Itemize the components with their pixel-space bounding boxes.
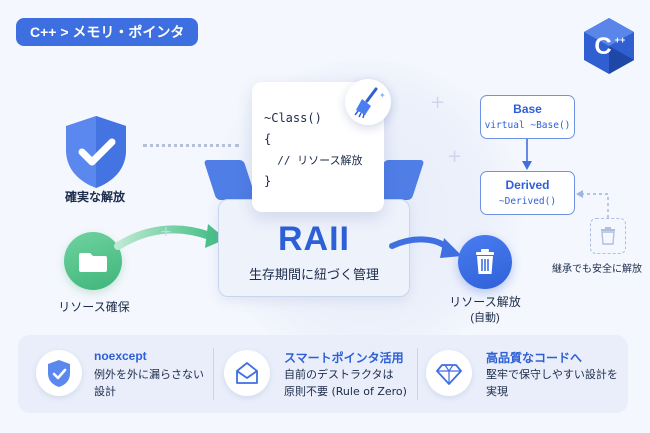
ghost-trash-box (590, 218, 626, 254)
derived-class-name: Derived (505, 178, 550, 192)
inherit-arrow (522, 139, 532, 170)
raii-title: RAII (278, 220, 350, 258)
acquire-label: リソース確保 (58, 300, 130, 314)
feature-desc: 原則不要 (Rule of Zero) (284, 385, 407, 398)
check-shield-icon (66, 116, 126, 188)
feature-desc: 設計 (94, 385, 116, 398)
code-line: ~Class() (264, 111, 322, 125)
feature-desc: 自前のデストラクタは (284, 368, 394, 381)
release-label-sub: (自動) (470, 312, 500, 324)
dotted-connector (143, 144, 239, 148)
feature-icon-circle (36, 350, 82, 396)
svg-text:✦: ✦ (379, 91, 386, 100)
feature-icon-circle (426, 350, 472, 396)
trash-outline-icon (601, 227, 615, 245)
raii-subtitle: 生存期間に紐づく管理 (248, 268, 379, 283)
divider (213, 348, 214, 400)
diamond-icon (436, 364, 462, 385)
inherit-note: 継承でも安全に解放 (552, 264, 642, 275)
code-comment: // リソース解放 (264, 154, 363, 167)
feature-icon-circle (224, 350, 270, 396)
raii-box: RAII 生存期間に紐づく管理 (218, 199, 410, 297)
plus-decoration: + (447, 146, 463, 167)
release-label-main: リソース解放 (449, 295, 521, 309)
base-destructor: virtual ~Base() (484, 120, 571, 131)
plus-decoration: + (430, 92, 446, 113)
feature-title: 高品質なコードへ (486, 351, 583, 365)
plus-decoration: + (160, 224, 172, 240)
features-panel (18, 335, 628, 413)
base-class-box: Base virtual ~Base() (480, 95, 575, 139)
feature-desc: 例外を外に漏らさない (94, 368, 204, 381)
divider (417, 348, 418, 400)
broom-icon: ✦ (354, 87, 386, 119)
breadcrumb[interactable]: C++ > メモリ・ポインタ (16, 18, 199, 46)
envelope-icon (236, 362, 258, 384)
folder-icon (79, 253, 107, 272)
feature-title: スマートポインタ活用 (284, 351, 404, 365)
release-label: リソース解放 (自動) (438, 294, 532, 326)
base-class-name: Base (513, 102, 542, 116)
code-line: { (264, 132, 272, 146)
logo-plus: ++ (615, 35, 626, 45)
shield-check-icon (48, 360, 70, 387)
folder-circle (64, 232, 122, 290)
code-line: } (264, 174, 272, 188)
feature-desc: 堅牢で保守しやすい設計を (486, 368, 618, 381)
feature-desc: 実現 (486, 385, 508, 398)
broom-badge: ✦ (345, 79, 391, 125)
derived-destructor: ~Derived() (498, 196, 557, 207)
cpp-logo-icon: C ++ (584, 18, 634, 74)
release-arrow (389, 236, 462, 258)
dashed-connector (576, 190, 609, 218)
feature-title: noexcept (94, 349, 147, 363)
trash-icon (476, 249, 494, 274)
acquire-arrow (114, 224, 226, 250)
derived-class-box: Derived ~Derived() (480, 171, 575, 215)
shield-label: 確実な解放 (64, 190, 125, 204)
logo-letter: C (594, 33, 611, 60)
trash-circle (458, 235, 512, 289)
